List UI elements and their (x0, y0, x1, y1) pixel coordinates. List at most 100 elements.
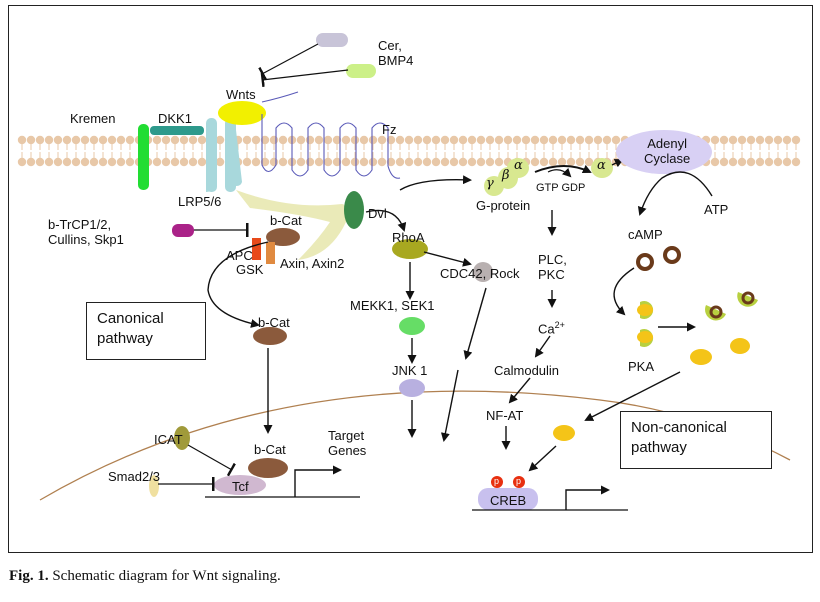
beta-label: β (502, 168, 510, 183)
lipid-head (467, 135, 477, 145)
bcat-nuclear-label: b-Cat (254, 442, 286, 457)
lipid-head (746, 157, 756, 167)
lipid-head (251, 135, 261, 145)
lipid-head (476, 135, 486, 145)
gamma-label: γ (486, 176, 494, 191)
lipid-head (755, 157, 765, 167)
lipid-head (98, 157, 108, 167)
lipid-head (404, 157, 414, 167)
cell-membrane (17, 135, 801, 167)
lipid-head (413, 135, 423, 145)
lipid-head (548, 157, 558, 167)
mekk1-label: MEKK1, SEK1 (350, 298, 435, 313)
bcat-complex-label: b-Cat (270, 213, 302, 228)
lipid-head (782, 157, 792, 167)
lipid-head (539, 157, 549, 167)
lipid-head (98, 135, 108, 145)
ca-to-calmodulin-arrow (534, 335, 551, 358)
cdc42-label: CDC42, Rock (440, 266, 520, 281)
lipid-head (575, 157, 585, 167)
cer-molecule (316, 33, 348, 47)
rhoa-protein (392, 239, 428, 259)
axin-scaffold (236, 190, 349, 260)
pka-reg-free-1 (705, 305, 726, 321)
frizzled-receptor (261, 91, 401, 179)
btrcp-label: b-TrCP1/2, Cullins, Skp1 (48, 217, 124, 247)
pka-cat-free-1 (690, 349, 712, 365)
gsk-protein (266, 242, 275, 264)
nfat-label: NF-AT (486, 408, 524, 423)
lipid-head (278, 157, 288, 167)
lipid-head (296, 135, 306, 145)
lipid-head (422, 157, 432, 167)
lipid-head (179, 157, 189, 167)
creb-factor (478, 488, 538, 510)
lipid-head (269, 135, 279, 145)
lipid-head (71, 157, 81, 167)
lipid-head (278, 135, 288, 145)
lipid-head (305, 135, 315, 145)
ca-label: Ca2+ (538, 318, 565, 336)
jnk1-protein (399, 379, 425, 397)
lipid-head (161, 135, 171, 145)
lipid-head (404, 135, 414, 145)
lipid-head (485, 157, 495, 167)
lipid-head (548, 135, 558, 145)
cdc42-protein (473, 262, 493, 282)
alpha-free-label: α (597, 158, 606, 173)
phospho-2 (513, 476, 525, 488)
lipid-head (791, 157, 801, 167)
lipid-head (368, 157, 378, 167)
lipid-head (359, 157, 369, 167)
jnk1-label: JNK 1 (392, 363, 428, 378)
lipid-head (539, 135, 549, 145)
lipid-head (710, 135, 720, 145)
atp-to-camp-arrow (637, 171, 713, 216)
lipid-head (359, 135, 369, 145)
dkk1-protein (150, 126, 204, 135)
smad-protein (149, 475, 159, 497)
lipid-head (467, 157, 477, 167)
lipid-head (116, 135, 126, 145)
camp-ring-2 (663, 246, 681, 264)
lipid-head (314, 157, 324, 167)
lipid-head (512, 135, 522, 145)
alpha-subunit-label: α (514, 158, 523, 173)
lrp56-chain-b (225, 118, 236, 192)
lipid-head (341, 157, 351, 167)
lipid-head (17, 157, 27, 167)
lipid-head (125, 135, 135, 145)
pka-label: PKA (628, 359, 655, 374)
lipid-head (260, 157, 270, 167)
lipid-head (422, 135, 432, 145)
lipid-head (170, 157, 180, 167)
bmp4-inhibit-line (260, 69, 349, 88)
axin-label: Axin, Axin2 (280, 256, 345, 271)
pka-to-nucleus-arrow (584, 371, 681, 421)
lipid-head (215, 135, 225, 145)
lipid-head (494, 157, 504, 167)
camp-to-pka-arrow (613, 267, 635, 316)
ca-text: Ca (538, 321, 555, 337)
cer-bmp4-label: Cer, BMP4 (378, 38, 414, 68)
rhoa-to-cdc42-arrow (423, 251, 472, 267)
adenyl-cyclase-label: Adenyl Cyclase (644, 136, 691, 166)
lipid-head (773, 135, 783, 145)
lipid-head (728, 157, 738, 167)
pka-cat-nuclear (553, 425, 575, 441)
creb-gene-arrow (565, 485, 610, 510)
tcf-factor (214, 475, 266, 495)
lipid-head (503, 135, 513, 145)
lipid-head (764, 135, 774, 145)
lipid-head (575, 135, 585, 145)
tcf-label: Tcf (232, 479, 249, 494)
target-genes-label: Target Genes (328, 428, 367, 458)
wnts-label: Wnts (226, 87, 256, 102)
lipid-head (593, 135, 603, 145)
lipid-head (80, 157, 90, 167)
lipid-head (449, 157, 459, 167)
lrp56-chain-a (206, 118, 217, 192)
lipid-head (323, 157, 333, 167)
lipid-head (566, 135, 576, 145)
